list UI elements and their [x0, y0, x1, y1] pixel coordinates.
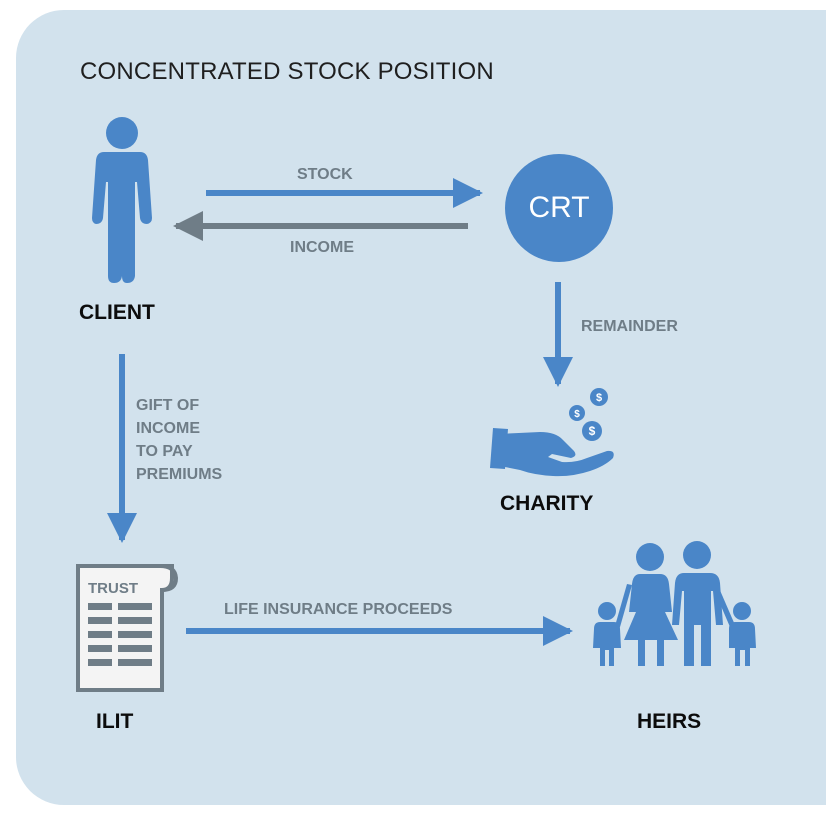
crt-circle	[505, 154, 613, 262]
trust-document-icon	[76, 564, 179, 692]
svg-text:$: $	[574, 409, 580, 420]
gift-label-line-3: TO PAY	[136, 443, 193, 460]
diagram-title: CONCENTRATED STOCK POSITION	[80, 58, 494, 85]
crt-label: CRT	[528, 191, 590, 224]
remainder-label: REMAINDER	[581, 318, 678, 335]
gift-label-line-4: PREMIUMS	[136, 466, 223, 483]
client-person-icon	[92, 117, 152, 283]
life-insurance-label: LIFE INSURANCE PROCEEDS	[224, 601, 453, 618]
svg-text:$: $	[596, 392, 602, 404]
charity-hand-coins-icon: $ $ $	[490, 388, 614, 477]
heirs-label: HEIRS	[637, 710, 702, 733]
client-label: CLIENT	[79, 301, 155, 324]
gift-label: GIFT OF INCOME TO PAY PREMIUMS	[136, 394, 222, 486]
ilit-label: ILIT	[96, 710, 134, 733]
trust-doc-label: TRUST	[88, 580, 138, 597]
svg-text:$: $	[589, 424, 596, 438]
gift-label-line-2: INCOME	[136, 420, 200, 437]
charity-label: CHARITY	[500, 492, 594, 515]
income-label: INCOME	[290, 239, 354, 256]
stock-label: STOCK	[297, 166, 353, 183]
gift-label-line-1: GIFT OF	[136, 397, 200, 414]
family-icon	[593, 541, 756, 666]
